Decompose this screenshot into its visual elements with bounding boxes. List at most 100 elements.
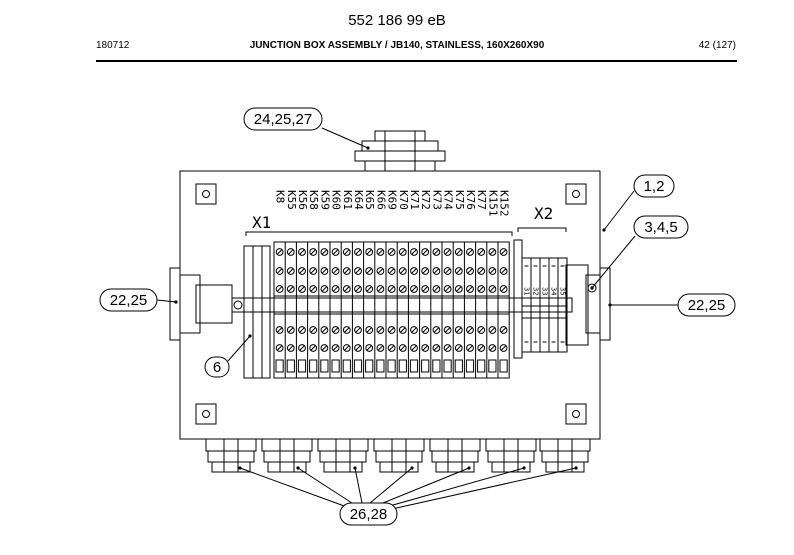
terminal-screw [454, 344, 463, 352]
x1-terminal [419, 242, 431, 378]
terminal-screw [387, 285, 396, 293]
svg-text:6: 6 [213, 359, 221, 376]
terminal-screw [488, 344, 497, 352]
leader-dots [174, 146, 612, 470]
x1-terminal-label: K58 [307, 190, 320, 210]
terminal-screw [309, 248, 318, 256]
x2-terminal [557, 258, 567, 352]
x1-terminal-label: K69 [386, 190, 399, 210]
bottom-cable-gland [205, 438, 257, 473]
x1-terminal [318, 242, 330, 378]
x2-terminal [522, 265, 531, 343]
terminal-screw [443, 344, 452, 352]
x1-terminal [329, 242, 342, 378]
terminal-screw [298, 285, 306, 293]
svg-text:22,25: 22,25 [688, 297, 726, 314]
bottom-cable-gland [429, 438, 481, 473]
terminal-screw [275, 267, 284, 275]
terminal-screw [477, 267, 486, 275]
terminal-screw [432, 285, 441, 293]
terminal-screw [309, 285, 318, 293]
x1-terminal-label: K73 [430, 190, 443, 210]
terminal-screw [432, 267, 441, 275]
terminal-screw [275, 248, 284, 256]
bottom-cable-gland [485, 438, 537, 473]
terminal-screw [410, 267, 418, 275]
terminal-screw [286, 344, 295, 352]
leader-lines [156, 127, 678, 510]
document-number: 552 186 99 eB [348, 12, 446, 29]
terminal-screw [365, 344, 374, 352]
x2-terminal-label: 31 [523, 287, 531, 295]
x1-terminal-label: K152 [498, 190, 511, 216]
x1-terminal [351, 242, 364, 378]
x1-terminal-label: K75 [453, 190, 466, 210]
terminal-screw [286, 267, 295, 275]
x1-terminal [452, 242, 465, 378]
x1-terminal-label: K59 [318, 190, 331, 210]
terminal-screw [275, 326, 284, 334]
terminal-screw [365, 267, 374, 275]
x1-terminal-label: K60 [330, 190, 343, 210]
terminal-screw [320, 285, 329, 293]
svg-text:3,4,5: 3,4,5 [644, 219, 677, 236]
terminal-screw [499, 248, 508, 256]
callout-end-plate: 6 [204, 356, 230, 378]
terminal-screw [320, 344, 329, 352]
rail-screw-right [587, 283, 597, 293]
terminal-screw [443, 248, 452, 256]
x2-bracket [517, 227, 567, 232]
terminal-screw [309, 344, 318, 352]
callout-enclosure: 1,2 [633, 174, 675, 198]
bottom-cable-glands [205, 438, 591, 473]
x1-terminal [284, 242, 297, 378]
x1-terminal [363, 242, 375, 378]
terminal-screw [432, 326, 441, 334]
terminal-screw [354, 344, 362, 352]
terminal-screw [466, 344, 474, 352]
x1-terminal [430, 242, 442, 378]
terminal-screw [432, 344, 441, 352]
terminal-screw [342, 267, 351, 275]
top-cable-gland [354, 130, 446, 172]
terminal-screw [477, 326, 486, 334]
x2-label: X2 [534, 204, 553, 223]
terminal-screw [354, 248, 362, 256]
terminal-screw [365, 248, 374, 256]
page-number: 42 (127) [698, 40, 736, 51]
terminal-screw [298, 248, 306, 256]
terminal-screw [320, 326, 329, 334]
bottom-cable-gland [261, 438, 313, 473]
terminal-screw [331, 326, 340, 334]
terminal-screw [398, 344, 407, 352]
x1-terminal-label: K61 [341, 190, 354, 210]
terminal-screw [410, 248, 418, 256]
terminal-screw [466, 267, 474, 275]
terminal-screw [398, 326, 407, 334]
svg-text:24,25,27: 24,25,27 [254, 111, 312, 128]
x2-terminal [548, 258, 558, 352]
callout-right-gland: 22,25 [677, 293, 736, 317]
x1-terminal [374, 242, 386, 378]
terminal-screw [309, 326, 318, 334]
terminal-screw [376, 344, 385, 352]
terminal-screw [331, 285, 340, 293]
terminal-screw [488, 248, 497, 256]
terminal-screw [421, 344, 430, 352]
terminal-screw [387, 267, 396, 275]
terminal-screw [354, 326, 362, 334]
terminal-screw [454, 248, 463, 256]
left-cable-gland [169, 267, 233, 341]
x1-terminal [497, 242, 510, 378]
terminal-screw [376, 285, 385, 293]
x1-terminal-label: K151 [486, 190, 499, 217]
terminal-screw [410, 326, 418, 334]
right-cable-gland [565, 264, 611, 346]
callout-left-gland: 22,25 [99, 288, 158, 312]
terminal-screw [499, 344, 508, 352]
x1-terminal-label: K65 [363, 190, 376, 210]
terminal-screw [443, 326, 452, 334]
terminal-screw [421, 248, 430, 256]
terminal-screw [499, 285, 508, 293]
x1-terminal-label: K64 [352, 190, 365, 210]
